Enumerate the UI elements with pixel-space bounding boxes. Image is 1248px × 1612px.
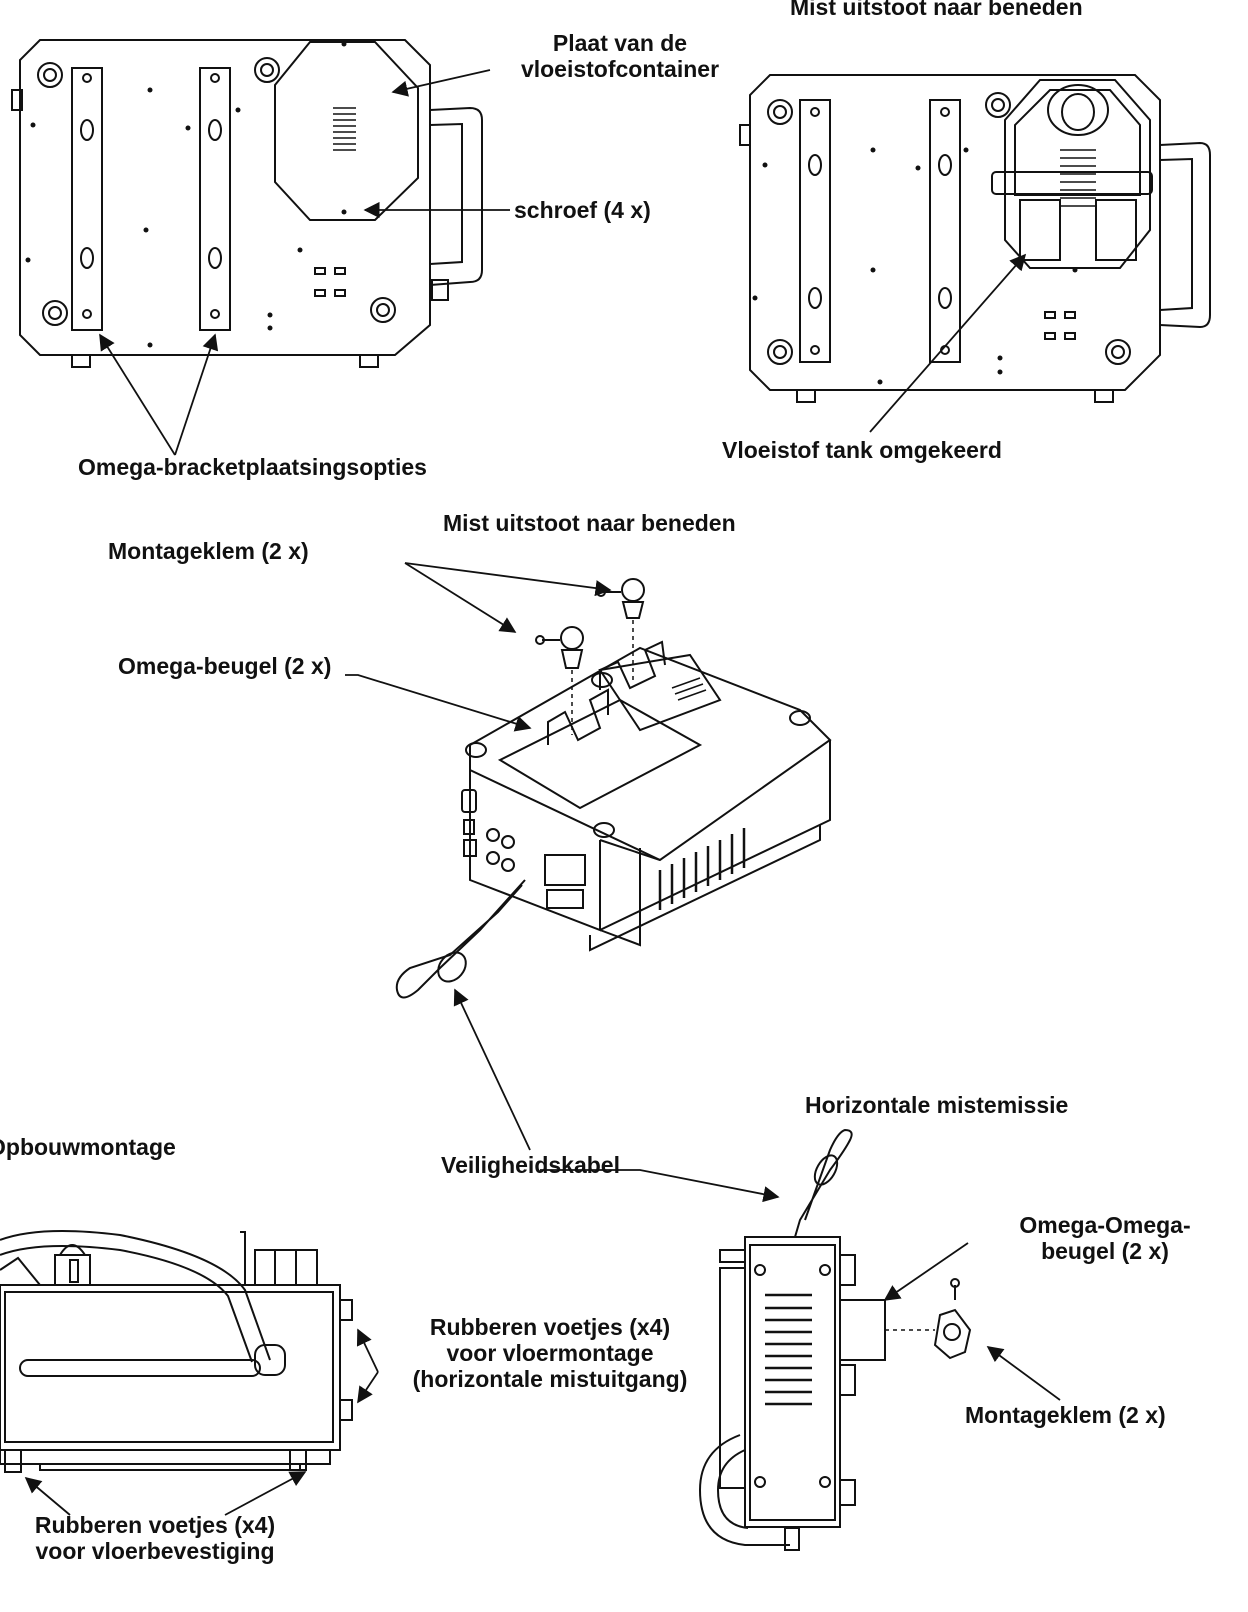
label-liquid-tank-inverted: Vloeistof tank omgekeerd — [722, 437, 1002, 463]
label-rubber-feet-horizontal: Rubberen voetjes (x4)voor vloermontage(h… — [412, 1314, 688, 1392]
label-rubber-feet-floor: Rubberen voetjes (x4)voor vloerbevestigi… — [34, 1512, 276, 1564]
label-omega-bracket: Omega-beugel (2 x) — [118, 653, 332, 679]
label-horizontal-mist-emission: Horizontale mistemissie — [805, 1092, 1069, 1118]
label-screw: schroef (4 x) — [514, 197, 651, 223]
label-mounting-clamp-middle: Montageklem (2 x) — [108, 538, 309, 564]
leader-arrows — [24, 69, 1061, 1516]
label-mounting-clamp-right: Montageklem (2 x) — [965, 1402, 1166, 1428]
label-omega-omega-bracket: Omega-Omega-beugel (2 x) — [1019, 1212, 1191, 1264]
bottom-right-unit-drawing — [698, 1128, 972, 1551]
bottom-left-unit-drawing — [0, 1230, 353, 1473]
label-mist-down-middle: Mist uitstoot naar beneden — [443, 510, 736, 536]
label-mist-down-top: Mist uitstoot naar beneden — [790, 0, 1083, 20]
label-omega-bracket-options: Omega-bracketplaatsingsopties — [78, 454, 427, 480]
label-safety-cable: Veiligheidskabel — [441, 1152, 620, 1178]
top-right-unit-drawing — [739, 74, 1211, 403]
middle-iso-unit-drawing — [395, 578, 832, 999]
label-surface-mount: Opbouwmontage — [0, 1134, 176, 1160]
top-left-unit-drawing — [11, 39, 483, 368]
